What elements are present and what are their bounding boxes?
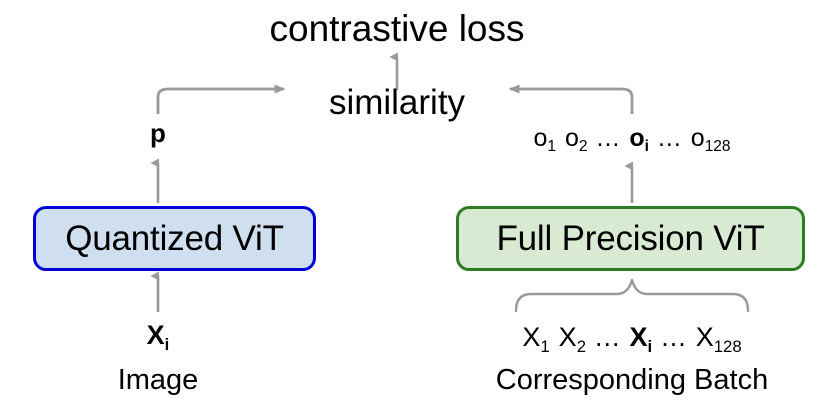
full-precision-vit-label: Full Precision ViT bbox=[496, 219, 765, 258]
term-ellipsis: ... bbox=[657, 124, 682, 152]
term-o-128: o128 bbox=[690, 124, 731, 156]
term-x-128: X128 bbox=[695, 322, 742, 356]
term-o-1: o1 bbox=[533, 124, 556, 156]
term-ellipsis: ... bbox=[595, 322, 621, 352]
arrow-outputs-to-similarity bbox=[508, 84, 634, 114]
quantized-vit-label: Quantized ViT bbox=[65, 219, 284, 258]
arrow-p-to-similarity bbox=[156, 84, 286, 114]
quantized-input-label-xi: Xi bbox=[146, 320, 170, 354]
term-x-i: Xi bbox=[629, 322, 653, 356]
term-x-i: Xi bbox=[146, 320, 170, 354]
quantized-vit-box[interactable]: Quantized ViT bbox=[33, 206, 316, 271]
batch-curly-brace bbox=[514, 278, 750, 313]
similarity-label: similarity bbox=[328, 83, 466, 122]
term-x-2: X2 bbox=[558, 322, 587, 356]
term-o-2: o2 bbox=[564, 124, 588, 156]
full-precision-vit-box[interactable]: Full Precision ViT bbox=[456, 206, 805, 271]
quantized-output-label-p: p bbox=[150, 118, 166, 148]
term-ellipsis: ... bbox=[596, 124, 621, 152]
corresponding-batch-caption: Corresponding Batch bbox=[495, 364, 769, 396]
term-o-i: oi bbox=[629, 124, 649, 156]
term-x-1: X1 bbox=[522, 322, 550, 356]
image-caption: Image bbox=[117, 364, 199, 396]
term-ellipsis: ... bbox=[661, 322, 687, 352]
contrastive-loss-label: contrastive loss bbox=[269, 8, 525, 49]
